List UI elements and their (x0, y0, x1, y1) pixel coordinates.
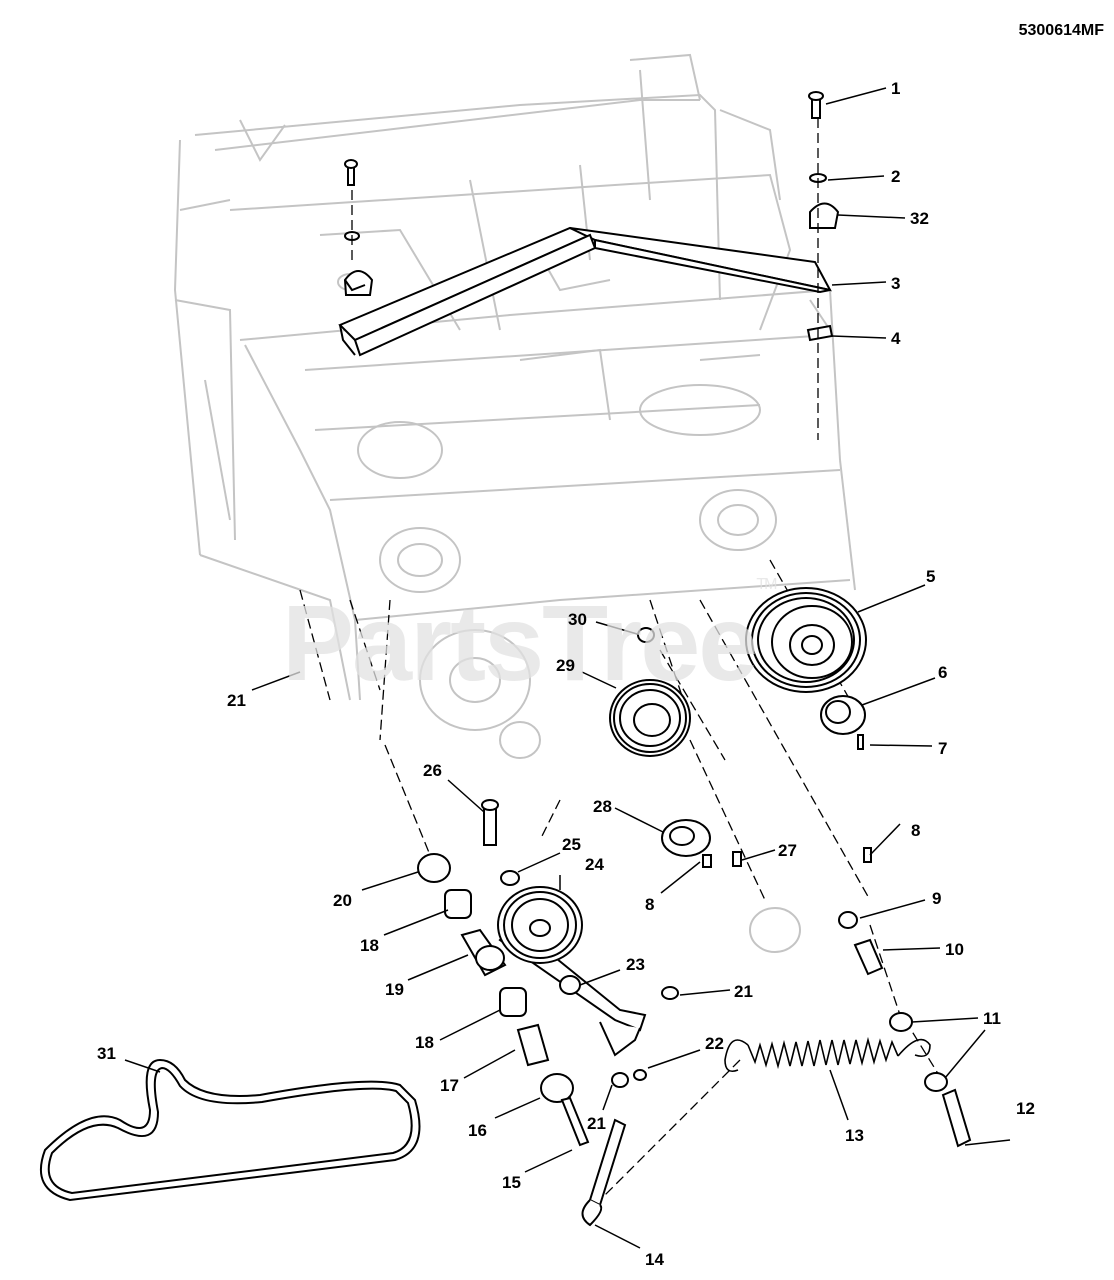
callout-5: 5 (926, 567, 936, 586)
spring-hardware (838, 911, 972, 1148)
callout-12: 12 (1016, 1099, 1035, 1118)
callout-32: 32 (910, 209, 929, 228)
callout-23: 23 (626, 955, 645, 974)
leader-lines (124, 87, 1011, 1249)
callout-21-left: 21 (227, 691, 246, 710)
callout-14: 14 (645, 1250, 664, 1269)
callout-25: 25 (562, 835, 581, 854)
pulley-part-29 (609, 679, 691, 757)
callout-24: 24 (585, 855, 604, 874)
callout-6: 6 (938, 663, 948, 682)
callout-27: 27 (778, 841, 797, 860)
callout-8-center: 8 (645, 895, 655, 914)
callout-9: 9 (932, 889, 942, 908)
callout-7: 7 (938, 739, 948, 758)
watermark-text: PartsTree (282, 582, 758, 703)
idler-assembly (481, 799, 679, 1057)
spacer-stack (417, 853, 647, 1147)
callout-16: 16 (468, 1121, 487, 1140)
callout-26: 26 (423, 761, 442, 780)
callout-18-lower: 18 (415, 1033, 434, 1052)
callout-20: 20 (333, 891, 352, 910)
callout-19: 19 (385, 980, 404, 999)
callout-28: 28 (593, 797, 612, 816)
callout-15: 15 (502, 1173, 521, 1192)
watermark: PartsTreeTM (282, 576, 777, 705)
callout-10: 10 (945, 940, 964, 959)
callout-3: 3 (891, 274, 901, 293)
frame-hubs (337, 273, 801, 953)
hub-part-6 (820, 695, 872, 863)
callout-11: 11 (983, 1009, 1001, 1028)
hardware-top (343, 91, 840, 342)
callout-17: 17 (440, 1076, 459, 1095)
callout-13: 13 (845, 1126, 864, 1145)
callout-2: 2 (891, 167, 901, 186)
hub-part-28 (637, 627, 742, 868)
trademark-mark: TM (756, 576, 777, 593)
spring-part-13 (724, 1036, 931, 1073)
bracket-part-3 (338, 226, 832, 357)
drawing-code: 5300614MF (1018, 22, 1104, 39)
callout-8-right: 8 (911, 821, 921, 840)
belt-part-31 (40, 1058, 421, 1202)
callout-21-right: 21 (734, 982, 753, 1001)
callout-22: 22 (705, 1034, 724, 1053)
callout-4: 4 (891, 329, 901, 348)
callout-21-bottom: 21 (587, 1114, 606, 1133)
callout-31: 31 (97, 1044, 116, 1063)
rod-part-14 (581, 1118, 627, 1227)
callout-18-upper: 18 (360, 936, 379, 955)
callout-1: 1 (891, 79, 901, 98)
pulley-part-5 (745, 587, 867, 693)
callout-30: 30 (568, 610, 587, 629)
callout-29: 29 (556, 656, 575, 675)
